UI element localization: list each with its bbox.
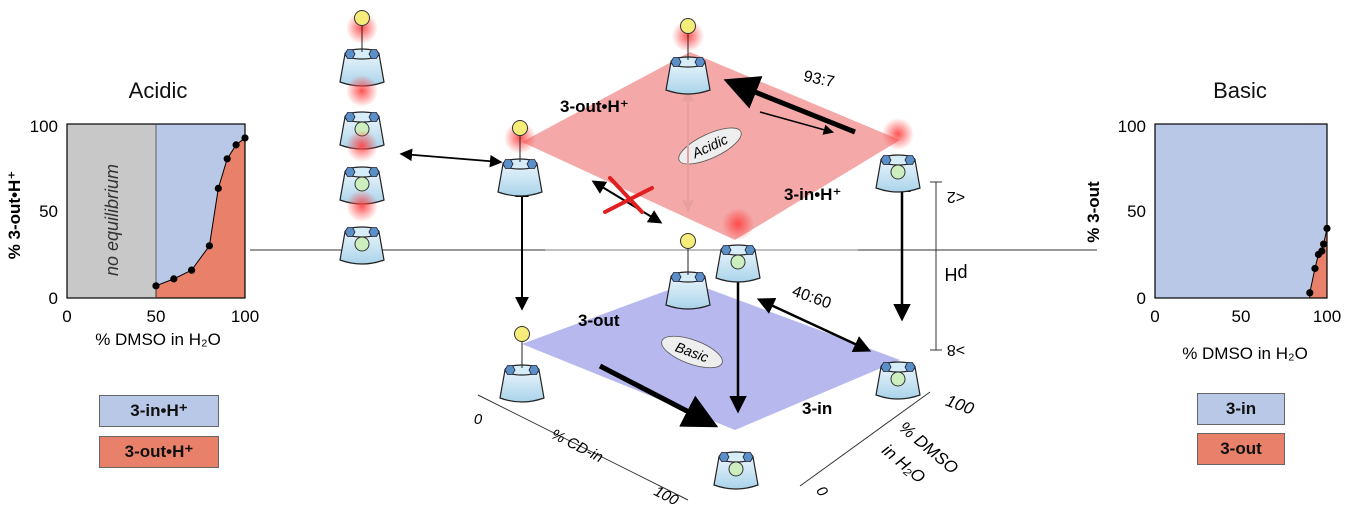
data-point: [1319, 240, 1328, 248]
state-3-in-H: 3-in•H⁺: [784, 185, 841, 204]
basic-xtick-100: 100: [1313, 307, 1341, 326]
ph-high-label: >8: [947, 341, 965, 358]
data-point: [1323, 224, 1331, 232]
basic-plot-title: Basic: [1213, 78, 1267, 103]
basic-in-region: [1155, 124, 1327, 298]
cd-axis: [477, 394, 689, 501]
cyclodextrin-molecule-icon: [339, 10, 385, 87]
dmso-axis: [799, 391, 931, 487]
legend-3-in-H: 3-in•H⁺: [99, 395, 219, 427]
basic-data-points: [1306, 224, 1331, 297]
ratio-acidic: 93:7: [802, 68, 836, 91]
cyclodextrin-molecule-icon: [875, 118, 921, 193]
data-point: [1306, 289, 1314, 297]
data-point: [223, 155, 231, 163]
cd-axis-label: % CD-in: [548, 426, 605, 466]
data-point: [1318, 247, 1326, 255]
data-point: [205, 242, 213, 250]
legend-3-out: 3-out: [1197, 433, 1285, 465]
legend-3-out-H: 3-out•H⁺: [99, 436, 219, 468]
acidic-ytick-0: 0: [49, 289, 58, 308]
ph-label: pH: [944, 264, 967, 284]
cyclodextrin-molecule-icon: [875, 361, 921, 400]
basic-ytick-100: 100: [1118, 117, 1146, 136]
ratio-basic: 40:60: [790, 283, 834, 313]
no-equilibrium-label: no equilibrium: [102, 164, 122, 276]
acidic-xtick-100: 100: [231, 307, 259, 326]
basic-ytick-0: 0: [1137, 289, 1146, 308]
cd-axis-min: 0: [474, 411, 483, 428]
state-3-in: 3-in: [802, 399, 832, 418]
acidic-ylabel: % 3-out•H⁺: [5, 171, 24, 260]
basic-xtick-50: 50: [1232, 307, 1251, 326]
ph-scale: [930, 181, 942, 351]
acidic-plot: Acidic no equilibrium 0 50 100 0 50 100 …: [5, 78, 259, 349]
molecule-icons: [339, 10, 921, 490]
no-equilibrium-region: [67, 124, 156, 298]
cd-axis-max: 100: [651, 483, 682, 507]
data-point: [232, 141, 240, 149]
cyclodextrin-molecule-icon: [499, 326, 545, 403]
cyclodextrin-molecule-icon: [339, 130, 385, 205]
state-3-out: 3-out: [578, 311, 620, 330]
acidic-xtick-0: 0: [62, 307, 71, 326]
equilibrium-arrows: [399, 76, 911, 428]
acidic-data-points: [152, 134, 249, 290]
acidic-plot-title: Acidic: [129, 78, 188, 103]
basic-ytick-50: 50: [1127, 202, 1146, 221]
basic-plot: Basic 0 50 100 0 50 100 % DMSO in H₂O % …: [1084, 78, 1341, 363]
data-point: [188, 266, 196, 274]
basic-plot-frame: [1154, 123, 1328, 299]
cyclodextrin-molecule-icon: [715, 208, 761, 283]
acidic-ytick-100: 100: [30, 117, 58, 136]
acidic-xlabel: % DMSO in H₂O: [95, 330, 221, 349]
data-point: [214, 184, 222, 192]
data-point: [152, 282, 160, 290]
cyclodextrin-molecule-icon: [665, 233, 711, 310]
cyclodextrin-molecule-icon: [497, 120, 543, 197]
dmso-axis-min: 0: [812, 483, 831, 500]
acidic-ytick-50: 50: [39, 202, 58, 221]
data-point: [241, 134, 249, 142]
state-3-out-H: 3-out•H⁺: [560, 97, 629, 116]
acidic-xtick-50: 50: [147, 307, 166, 326]
basic-xtick-0: 0: [1150, 307, 1159, 326]
basic-ylabel: % 3-out: [1084, 181, 1103, 243]
basic-xlabel: % DMSO in H₂O: [1182, 344, 1308, 363]
cyclodextrin-molecule-icon: [713, 451, 759, 490]
cyclodextrin-molecule-icon: [339, 190, 385, 265]
cyclodextrin-molecule-icon: [665, 18, 711, 95]
blocked-cross-icon: [603, 176, 654, 214]
legend-3-in: 3-in: [1197, 393, 1285, 425]
data-point: [1311, 264, 1319, 273]
ph-low-label: <2: [947, 188, 965, 205]
dmso-axis-max: 100: [943, 391, 977, 419]
data-point: [170, 275, 178, 283]
